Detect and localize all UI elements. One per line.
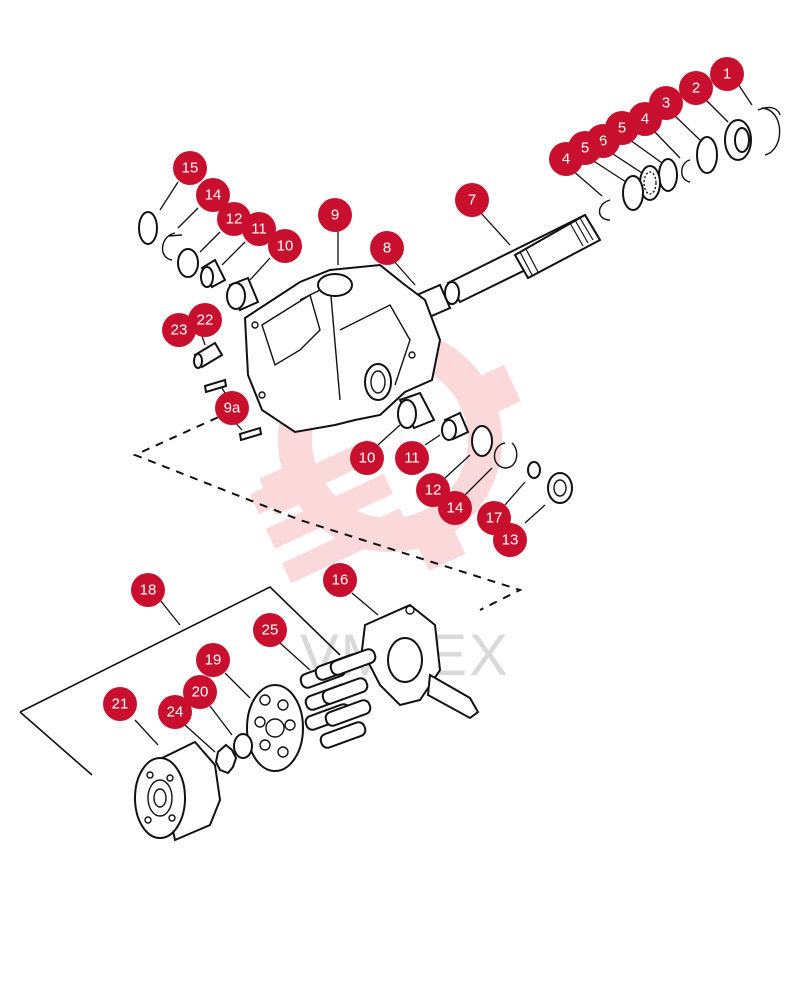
svg-text:9a: 9a: [224, 400, 241, 417]
svg-text:9: 9: [331, 207, 339, 224]
svg-text:17: 17: [486, 510, 503, 527]
svg-text:11: 11: [404, 450, 420, 467]
callout-16[interactable]: 16: [323, 563, 357, 597]
needle-bearing-10a: [226, 276, 260, 312]
svg-text:8: 8: [383, 240, 391, 257]
callout-11-lower[interactable]: 11: [395, 441, 429, 475]
callout-25[interactable]: 25: [253, 613, 287, 647]
callout-19[interactable]: 19: [196, 643, 230, 677]
callout-9a[interactable]: 9a: [215, 391, 249, 425]
needle-bearing-10b: [397, 391, 436, 430]
svg-text:4: 4: [641, 111, 649, 128]
callout-2[interactable]: 2: [679, 71, 713, 105]
callout-7[interactable]: 7: [455, 183, 489, 217]
o-ring-12b: [471, 425, 493, 457]
callout-10-upper[interactable]: 10: [268, 229, 302, 263]
svg-text:18: 18: [140, 582, 157, 599]
svg-text:13: 13: [502, 532, 519, 549]
callout-22[interactable]: 22: [188, 303, 222, 337]
retainer-plate-19: [246, 684, 304, 772]
callout-21[interactable]: 21: [103, 687, 137, 721]
pump-housing-9: [243, 263, 442, 434]
dowel-pin-9a-upper: [203, 378, 228, 394]
svg-text:12: 12: [425, 482, 442, 499]
callout-9[interactable]: 9: [318, 198, 352, 232]
svg-text:1: 1: [723, 66, 731, 83]
washer-3: [696, 136, 718, 174]
svg-text:20: 20: [192, 684, 209, 701]
svg-text:5: 5: [618, 120, 626, 137]
svg-text:15: 15: [182, 160, 199, 177]
callout-23[interactable]: 23: [162, 313, 196, 347]
callout-14-lower[interactable]: 14: [438, 491, 472, 525]
callout-18[interactable]: 18: [131, 573, 165, 607]
snap-ring-14b: [493, 442, 518, 469]
callout-14-upper[interactable]: 14: [196, 178, 230, 212]
snap-ring-15: [138, 211, 158, 245]
svg-text:22: 22: [197, 312, 214, 329]
svg-text:4: 4: [562, 151, 570, 168]
washer-5b: [622, 175, 644, 211]
callout-1[interactable]: 1: [710, 57, 744, 91]
callout-10-lower[interactable]: 10: [350, 441, 384, 475]
drive-shaft-7: [444, 213, 602, 305]
callout-13[interactable]: 13: [493, 523, 527, 557]
o-ring-12a: [177, 248, 199, 278]
callout-24[interactable]: 24: [158, 695, 192, 729]
svg-text:16: 16: [332, 572, 349, 589]
swashplate-16: [360, 603, 480, 720]
svg-text:19: 19: [205, 652, 222, 669]
snap-ring-4b: [598, 199, 611, 221]
callout-20[interactable]: 20: [183, 675, 217, 709]
group-18-bracket: [19, 586, 341, 776]
washer-5: [658, 158, 678, 192]
svg-text:14: 14: [205, 187, 222, 204]
svg-text:10: 10: [359, 450, 376, 467]
svg-text:3: 3: [662, 95, 670, 112]
svg-text:2: 2: [692, 80, 700, 97]
bearing-2: [724, 119, 752, 161]
snap-ring-4: [681, 159, 691, 183]
svg-text:6: 6: [599, 133, 607, 150]
bushing-11b: [441, 411, 470, 441]
callout-15[interactable]: 15: [173, 151, 207, 185]
svg-text:21: 21: [112, 696, 129, 713]
washer-13: [547, 472, 573, 504]
cylinder-block-21: [134, 740, 222, 842]
ring-20: [233, 733, 253, 759]
spline-ring-24: [214, 743, 238, 775]
svg-text:10: 10: [277, 238, 294, 255]
svg-text:12: 12: [226, 211, 243, 228]
callout-12-upper[interactable]: 12: [217, 202, 251, 236]
svg-text:11: 11: [251, 221, 267, 238]
bushing-11a: [200, 258, 227, 289]
snap-ring-14a: [161, 232, 183, 261]
callout-4-lower[interactable]: 4: [549, 142, 583, 176]
svg-text:24: 24: [167, 704, 184, 721]
leader-lines: [134, 83, 753, 753]
pin-22-23: [193, 341, 224, 369]
callout-8[interactable]: 8: [370, 231, 404, 265]
svg-text:5: 5: [581, 140, 589, 157]
assembly-dashed-line: [132, 404, 523, 611]
svg-text:14: 14: [447, 500, 464, 517]
dowel-pin-9a-lower: [238, 426, 263, 442]
o-ring-17: [527, 461, 541, 479]
svg-text:25: 25: [262, 622, 279, 639]
snap-ring-1: [757, 106, 781, 156]
svg-text:7: 7: [468, 192, 476, 209]
pistons-25: [299, 648, 377, 749]
svg-text:23: 23: [171, 322, 188, 339]
